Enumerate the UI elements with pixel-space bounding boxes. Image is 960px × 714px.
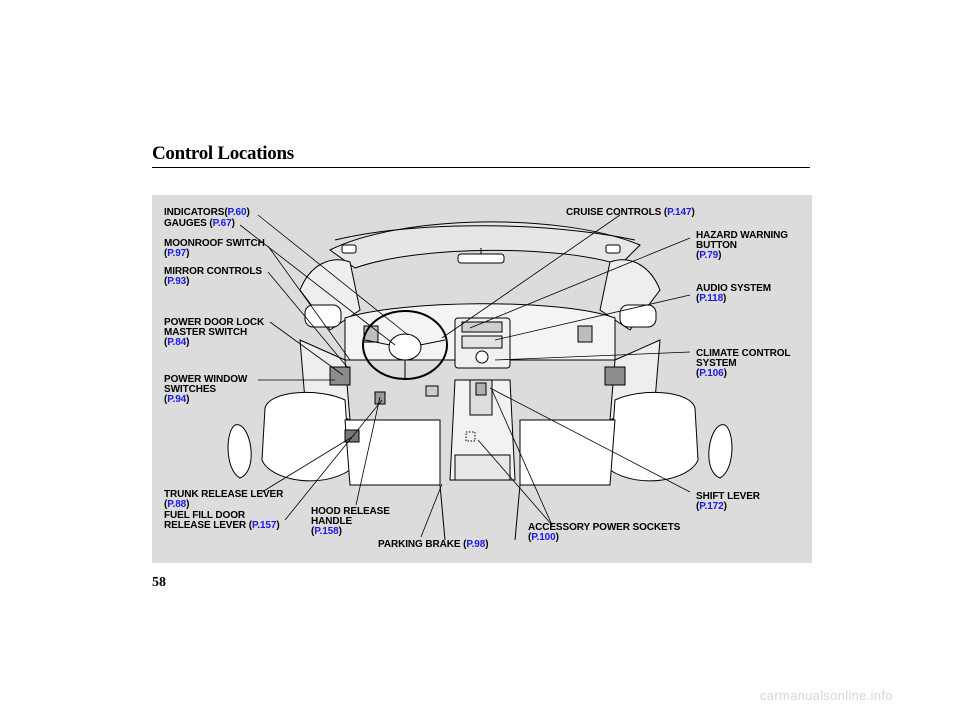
page-ref-link[interactable]: P.60 [227,207,247,218]
page-title: Control Locations [152,143,294,164]
callout-moonroof: MOONROOF SWITCH (P.97) [164,238,265,259]
callout-fuel-line1: FUEL FILL DOOR [164,510,246,521]
page-ref-link[interactable]: P.84 [167,337,187,348]
callout-hood-line2: HANDLE [311,516,353,527]
page-number: 58 [152,575,166,590]
callout-gauges-text: GAUGES [164,218,207,229]
callout-climate-line1: CLIMATE CONTROL [696,348,791,359]
callout-mirror: MIRROR CONTROLS (P.93) [164,266,262,287]
callout-cruise: CRUISE CONTROLS (P.147) [566,207,695,218]
callout-shift: SHIFT LEVER (P.172) [696,491,760,512]
callout-cruise-text: CRUISE CONTROLS [566,207,662,218]
callout-climate: CLIMATE CONTROL SYSTEM (P.106) [696,348,791,379]
callout-trunk-text: TRUNK RELEASE LEVER [164,489,284,500]
callout-shift-text: SHIFT LEVER [696,491,760,502]
page-ref-link[interactable]: P.157 [251,520,277,531]
page-ref-link[interactable]: P.172 [699,501,724,512]
callout-doorlock-line2: MASTER SWITCH [164,327,248,338]
page-ref-link[interactable]: P.67 [212,218,232,229]
callout-window-line2: SWITCHES [164,384,216,395]
page-ref-link[interactable]: P.79 [699,250,719,261]
callout-audio-text: AUDIO SYSTEM [696,283,771,294]
page-ref-link[interactable]: P.98 [466,539,486,550]
callout-indicators-text: INDICATORS [164,207,225,218]
callout-window: POWER WINDOW SWITCHES (P.94) [164,374,248,405]
callout-gauges: GAUGES (P.67) [164,218,235,229]
callout-hood-line1: HOOD RELEASE [311,506,390,517]
callout-mirror-text: MIRROR CONTROLS [164,266,262,277]
title-rule [152,167,810,168]
callout-parking-text: PARKING BRAKE [378,539,461,550]
callout-parking: PARKING BRAKE (P.98) [378,539,489,550]
page-ref-link[interactable]: P.88 [167,499,187,510]
callout-accessory-text: ACCESSORY POWER SOCKETS [528,522,681,533]
callout-moonroof-text: MOONROOF SWITCH [164,238,265,249]
page-ref-link[interactable]: P.94 [167,394,187,405]
callout-hazard-line1: HAZARD WARNING [696,230,788,241]
callout-accessory: ACCESSORY POWER SOCKETS (P.100) [528,522,681,543]
page-ref-link[interactable]: P.106 [699,368,724,379]
callout-doorlock: POWER DOOR LOCK MASTER SWITCH (P.84) [164,317,265,348]
callout-doorlock-line1: POWER DOOR LOCK [164,317,265,328]
callout-hazard-line2: BUTTON [696,240,737,251]
callout-window-line1: POWER WINDOW [164,374,248,385]
callout-fuel: FUEL FILL DOOR RELEASE LEVER (P.157) [164,510,280,531]
watermark: carmanualsonline.info [760,688,893,703]
callout-hazard: HAZARD WARNING BUTTON (P.79) [696,230,788,261]
page-ref-link[interactable]: P.158 [314,526,339,537]
callout-fuel-line2: RELEASE LEVER [164,520,247,531]
page-ref-link[interactable]: P.93 [167,276,187,287]
callout-trunk: TRUNK RELEASE LEVER (P.88) [164,489,284,510]
page-ref-link[interactable]: P.100 [531,532,556,543]
page-ref-link[interactable]: P.147 [667,207,692,218]
callout-hood: HOOD RELEASE HANDLE (P.158) [311,506,390,537]
page-ref-link[interactable]: P.118 [699,293,724,304]
callout-climate-line2: SYSTEM [696,358,737,369]
page-ref-link[interactable]: P.97 [167,248,187,259]
callout-audio: AUDIO SYSTEM (P.118) [696,283,771,304]
callout-indicators: INDICATORS(P.60) [164,207,250,218]
